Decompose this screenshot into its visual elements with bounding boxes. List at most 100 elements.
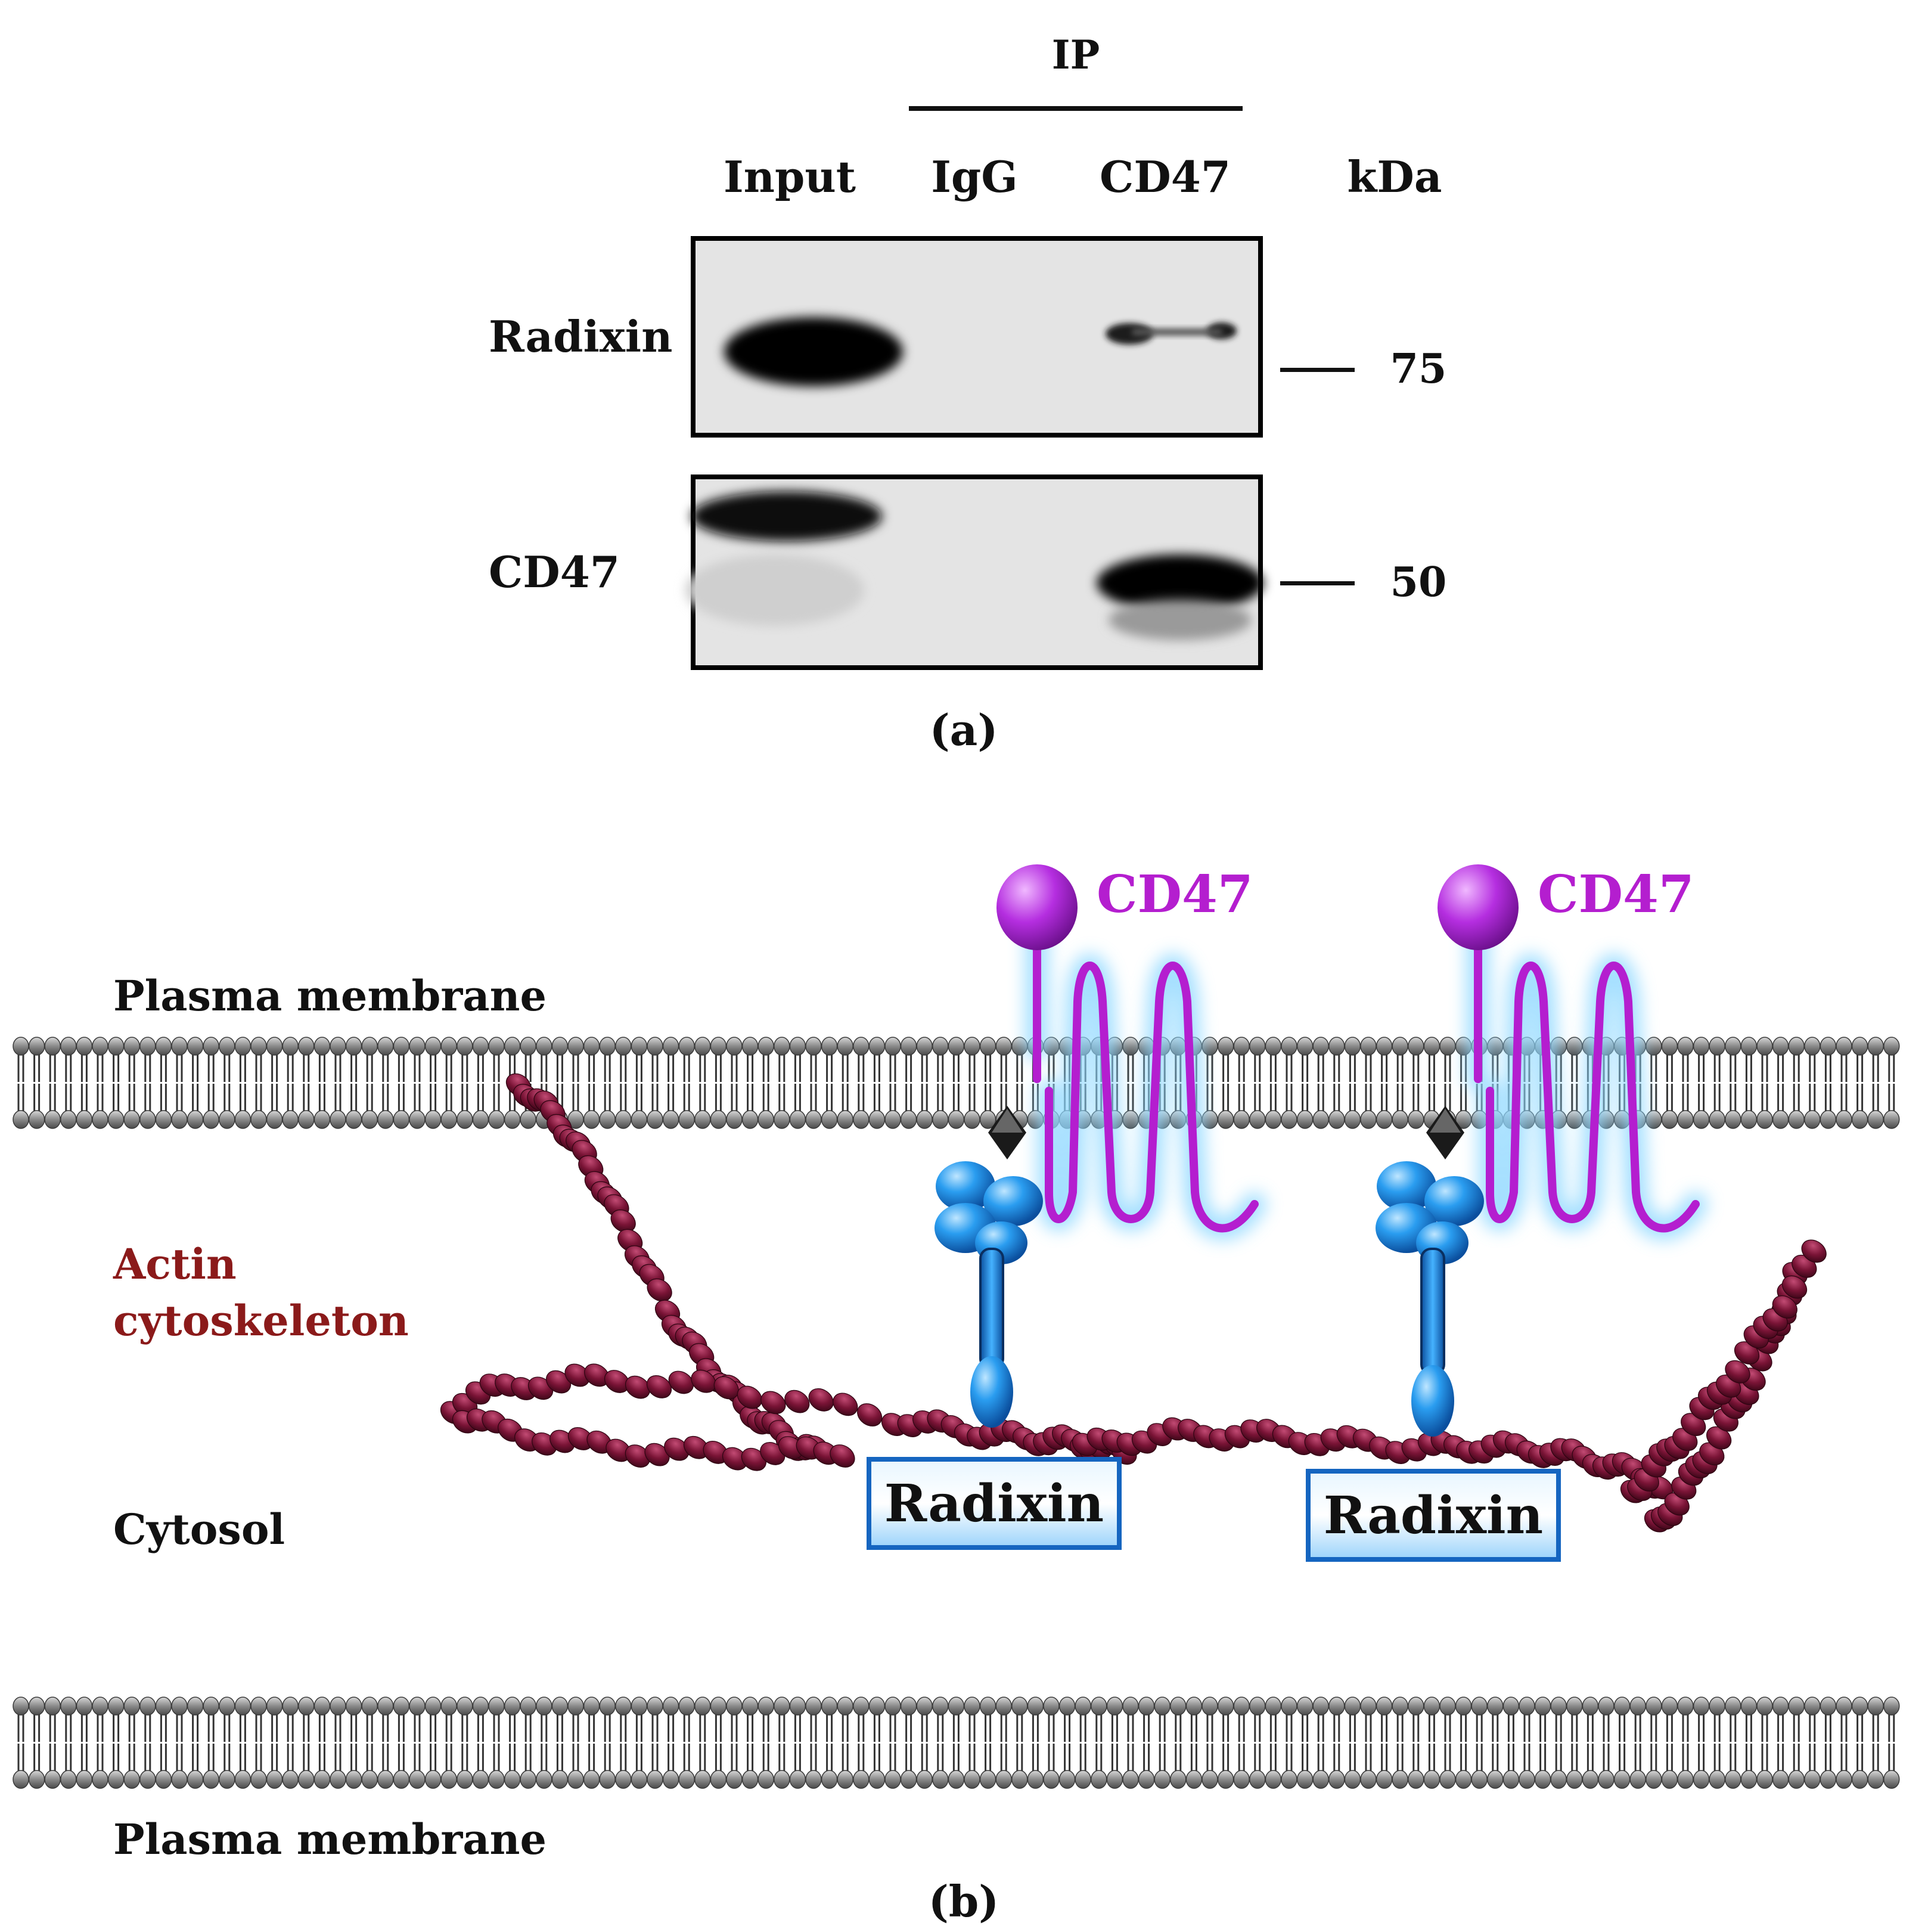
lipid-head xyxy=(583,1037,600,1056)
lipid-head xyxy=(1233,1770,1250,1789)
lipid-head xyxy=(424,1037,442,1056)
lipid-head xyxy=(900,1110,917,1129)
lipid-head xyxy=(694,1697,711,1716)
lipid-head xyxy=(1677,1037,1694,1056)
lipid-head xyxy=(868,1110,886,1129)
lipid-head xyxy=(472,1110,489,1129)
actin-monomer xyxy=(830,1444,855,1468)
lipid-head xyxy=(1392,1037,1408,1056)
lipid-head xyxy=(1836,1697,1852,1716)
marker-75: 75 xyxy=(1390,345,1447,393)
lipid-head xyxy=(979,1037,996,1056)
lipid-head xyxy=(979,1697,996,1716)
lipid-head xyxy=(377,1697,394,1716)
lipid-head xyxy=(1629,1770,1646,1789)
actin-monomer xyxy=(564,1363,590,1387)
lipid-head xyxy=(1836,1037,1852,1056)
lipid-head xyxy=(868,1770,886,1789)
lipid-head xyxy=(472,1037,489,1056)
lipid-head xyxy=(774,1770,790,1789)
lipid-head xyxy=(1091,1697,1107,1716)
cd47-label-1: CD47 xyxy=(1097,864,1253,925)
lipid-head xyxy=(1851,1037,1868,1056)
lipid-head xyxy=(1201,1697,1218,1716)
lipid-head xyxy=(789,1697,806,1716)
lipid-head xyxy=(1820,1110,1837,1129)
lipid-head xyxy=(1201,1770,1218,1789)
lipid-head xyxy=(1058,1697,1076,1716)
radixin-label-1: Radixin xyxy=(884,1474,1104,1534)
lipid-head xyxy=(155,1037,172,1056)
lipid-head xyxy=(1534,1697,1551,1716)
lipid-head xyxy=(250,1770,267,1789)
lane-label-igg: IgG xyxy=(931,151,1018,202)
lipid-head xyxy=(1534,1770,1551,1789)
lipid-head xyxy=(1502,1770,1520,1789)
lipid-head xyxy=(884,1697,901,1716)
lipid-head xyxy=(1772,1697,1789,1716)
lipid-head xyxy=(757,1110,774,1129)
lipid-head xyxy=(774,1110,790,1129)
lipid-head xyxy=(1154,1697,1171,1716)
lipid-head xyxy=(1582,1697,1599,1716)
lipid-head xyxy=(1075,1697,1091,1716)
lipid-head xyxy=(28,1037,45,1056)
label-cytosol: Cytosol xyxy=(113,1505,285,1554)
lipid-head xyxy=(757,1697,774,1716)
lipid-head xyxy=(821,1697,838,1716)
lipid-head xyxy=(1249,1770,1266,1789)
lipid-head xyxy=(662,1770,679,1789)
lipid-head xyxy=(1344,1110,1361,1129)
lipid-head xyxy=(1788,1770,1805,1789)
lipid-head xyxy=(1740,1037,1758,1056)
lipid-head xyxy=(28,1697,45,1716)
lipid-head xyxy=(1360,1697,1377,1716)
lipid-head xyxy=(1725,1697,1741,1716)
lipid-head xyxy=(1804,1770,1821,1789)
radixin-ferm-lobe xyxy=(1377,1161,1436,1211)
lipid-head xyxy=(1344,1770,1361,1789)
lipid-head xyxy=(1439,1037,1456,1056)
lipid-head xyxy=(1439,1770,1456,1789)
lipid-head xyxy=(1820,1770,1837,1789)
lipid-head xyxy=(551,1037,569,1056)
lipid-head xyxy=(1217,1037,1234,1056)
actin-monomer xyxy=(1772,1295,1797,1319)
lipid-head xyxy=(377,1037,394,1056)
lipid-head xyxy=(1122,1697,1139,1716)
lipid-head xyxy=(1709,1770,1725,1789)
lipid-head xyxy=(409,1037,426,1056)
lipid-head xyxy=(1408,1037,1424,1056)
lipid-head xyxy=(631,1110,648,1129)
lipid-head xyxy=(409,1110,426,1129)
lipid-head xyxy=(1408,1697,1424,1716)
lipid-head xyxy=(123,1770,140,1789)
actin-filaments xyxy=(440,1073,1827,1533)
lipid-head xyxy=(377,1770,394,1789)
lipid-head xyxy=(361,1037,378,1056)
lipid-head xyxy=(1693,1697,1710,1716)
lipid-head xyxy=(1804,1697,1821,1716)
lipid-head xyxy=(139,1110,156,1129)
lipid-head xyxy=(457,1110,473,1129)
lipid-head xyxy=(805,1110,822,1129)
lipid-head xyxy=(868,1037,886,1056)
lipid-head xyxy=(13,1697,29,1716)
lipid-head xyxy=(393,1697,410,1716)
lipid-head xyxy=(678,1110,695,1129)
lipid-head xyxy=(361,1697,378,1716)
lipid-head xyxy=(234,1697,252,1716)
lipid-head xyxy=(1646,1697,1662,1716)
lipid-head xyxy=(631,1770,648,1789)
lipid-head xyxy=(440,1110,457,1129)
lane-label-cd47: CD47 xyxy=(1100,151,1231,202)
lipid-head xyxy=(520,1697,536,1716)
lipid-head xyxy=(1519,1770,1535,1789)
lipid-head xyxy=(678,1037,695,1056)
lipid-head xyxy=(1883,1037,1900,1056)
lipid-head xyxy=(551,1697,569,1716)
lipid-head xyxy=(837,1110,853,1129)
lipid-head xyxy=(932,1697,949,1716)
lipid-head xyxy=(203,1697,219,1716)
lipid-head xyxy=(662,1110,679,1129)
